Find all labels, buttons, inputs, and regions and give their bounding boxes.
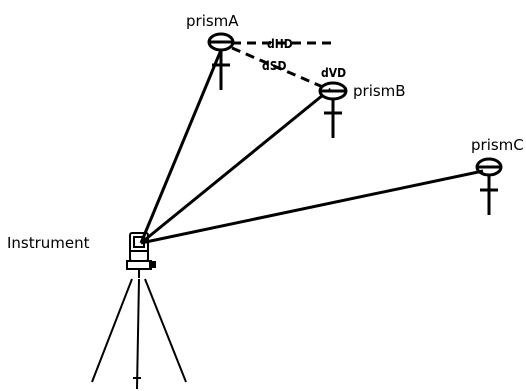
sight-line-prism-b xyxy=(140,93,324,245)
dvd-label: dVD xyxy=(321,66,346,80)
prism-a xyxy=(207,32,235,90)
prism-b xyxy=(318,81,348,138)
prism-c-label: prismC xyxy=(471,136,524,154)
instrument-label: Instrument xyxy=(7,234,90,252)
prism-a-label: prismA xyxy=(186,12,239,30)
sight-line-prism-a xyxy=(139,49,223,244)
sight-lines xyxy=(139,49,484,245)
sight-line-prism-c xyxy=(140,169,484,245)
distance-lines xyxy=(231,41,333,92)
tripod-icon xyxy=(91,269,187,390)
dsd-line xyxy=(231,46,331,92)
instrument-icon xyxy=(126,232,156,270)
dsd-label: dSD xyxy=(262,59,287,73)
prism-c xyxy=(475,157,503,215)
prism-b-label: prismB xyxy=(353,82,406,100)
dhd-label: dHD xyxy=(267,37,293,51)
